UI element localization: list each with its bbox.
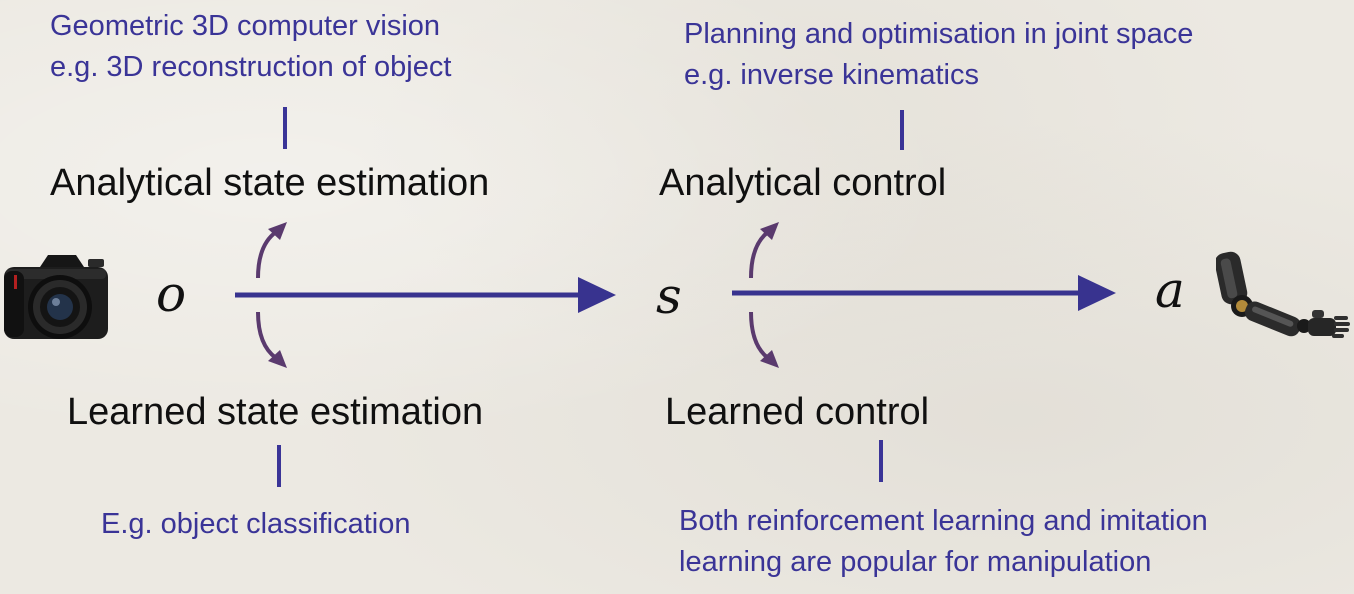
action-variable: a xyxy=(1155,261,1185,319)
camera-icon xyxy=(4,255,108,339)
control-analytical-branch-arrow xyxy=(749,222,779,279)
analytical-state-estimation-heading: Analytical state estimation xyxy=(50,162,490,204)
state-analytical-note: Geometric 3D computer vision e.g. 3D rec… xyxy=(50,6,451,88)
control-learned-note: Both reinforcement learning and imitatio… xyxy=(679,501,1208,583)
control-learned-note-line1: Both reinforcement learning and imitatio… xyxy=(679,505,1208,537)
control-analytical-note-line1: Planning and optimisation in joint space xyxy=(684,18,1194,50)
state-variable: s xyxy=(656,267,682,325)
observation-variable: o xyxy=(156,265,187,323)
learned-control-heading: Learned control xyxy=(665,391,930,433)
analytical-control-heading: Analytical control xyxy=(659,162,947,204)
state-learned-branch-arrow xyxy=(256,311,287,368)
observation-to-state-arrow xyxy=(235,277,616,313)
control-analytical-note-line2: e.g. inverse kinematics xyxy=(684,59,979,91)
control-analytical-note: Planning and optimisation in joint space… xyxy=(684,14,1193,96)
control-learned-connector xyxy=(879,440,883,482)
state-analytical-note-line1: Geometric 3D computer vision xyxy=(50,10,441,42)
state-analytical-connector xyxy=(283,107,287,149)
control-analytical-connector xyxy=(900,110,904,150)
control-learned-branch-arrow xyxy=(749,311,779,368)
control-learned-note-line2: learning are popular for manipulation xyxy=(679,546,1152,578)
state-analytical-branch-arrow xyxy=(256,222,287,279)
learned-state-estimation-heading: Learned state estimation xyxy=(67,391,484,433)
state-analytical-note-line2: e.g. 3D reconstruction of object xyxy=(50,51,452,83)
state-learned-note: E.g. object classification xyxy=(101,504,410,545)
state-to-action-arrow xyxy=(732,275,1116,311)
state-learned-connector xyxy=(277,445,281,487)
state-learned-note-line1: E.g. object classification xyxy=(101,508,411,540)
robot-arm-icon xyxy=(1216,251,1350,338)
